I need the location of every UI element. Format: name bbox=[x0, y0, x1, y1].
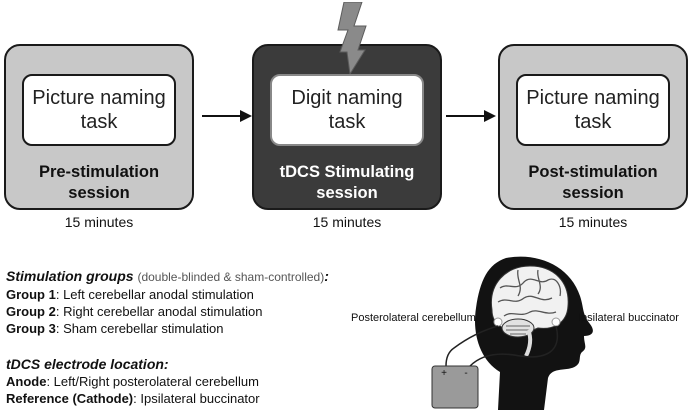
device-plus: + bbox=[441, 368, 447, 379]
brain-icon bbox=[490, 265, 569, 357]
arrow-right-icon bbox=[446, 110, 496, 122]
stage-duration: 15 minutes bbox=[64, 214, 134, 230]
electrode-item: Anode: Left/Right posterolateral cerebel… bbox=[6, 374, 259, 389]
tdcs-device bbox=[431, 365, 479, 409]
device-minus: - bbox=[464, 368, 467, 379]
cathode-electrode bbox=[551, 317, 561, 327]
post-stimulation-stage: Picture naming task Post-stimulation ses… bbox=[498, 44, 688, 210]
arrow-right-icon bbox=[202, 110, 252, 122]
ipsilateral-buccinator-label: Ipsilateral buccinator bbox=[578, 312, 679, 324]
tdcs-stimulating-stage: Digit naming task tDCS Stimulating sessi… bbox=[252, 44, 442, 210]
stage-duration: 15 minutes bbox=[558, 214, 628, 230]
stage-session-label: Pre-stimulation session bbox=[38, 163, 160, 202]
electrode-item: Reference (Cathode): Ipsilateral buccina… bbox=[6, 391, 260, 406]
group-item: Group 3: Sham cerebellar stimulation bbox=[6, 321, 224, 336]
stimulation-groups: Stimulation groups (double-blinded & sha… bbox=[6, 268, 329, 337]
posterolateral-cerebellum-label: Posterolateral cerebellum bbox=[351, 312, 476, 324]
stage-task-box: Picture naming task bbox=[516, 74, 670, 146]
group-item: Group 1: Left cerebellar anodal stimulat… bbox=[6, 287, 254, 302]
anode-electrode bbox=[493, 317, 503, 327]
stage-task-box: Digit naming task bbox=[270, 74, 424, 146]
stage-duration: 15 minutes bbox=[312, 214, 382, 230]
groups-heading-note: (double-blinded & sham-controlled) bbox=[137, 270, 325, 284]
stage-session-label: tDCS Stimulating session bbox=[279, 163, 415, 202]
electrodes-heading: tDCS electrode location: bbox=[6, 356, 169, 372]
group-item: Group 2: Right cerebellar anodal stimula… bbox=[6, 304, 263, 319]
lightning-bolt-icon bbox=[337, 2, 367, 74]
groups-heading: Stimulation groups (double-blinded & sha… bbox=[6, 268, 329, 284]
stage-session-label: Post-stimulation session bbox=[528, 163, 658, 202]
pre-stimulation-stage: Picture naming task Pre-stimulation sess… bbox=[4, 44, 194, 210]
head-brain-illustration: + - bbox=[431, 256, 593, 410]
electrode-locations: tDCS electrode location: Anode: Left/Rig… bbox=[6, 356, 260, 407]
stage-task-box: Picture naming task bbox=[22, 74, 176, 146]
